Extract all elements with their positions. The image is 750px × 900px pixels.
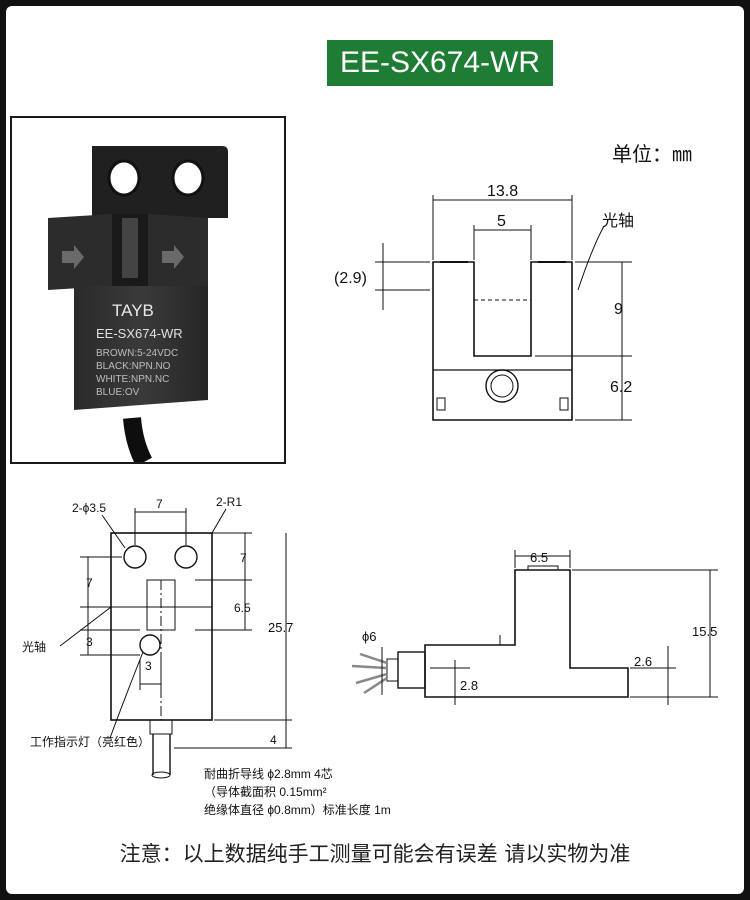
model-title: EE-SX674-WR bbox=[327, 40, 553, 86]
product-photo: TAYB EE-SX674-WR BROWN:5-24VDC BLACK:NPN… bbox=[10, 116, 286, 464]
photo-brand: TAYB bbox=[112, 301, 154, 320]
sensor-photo-drawing: TAYB EE-SX674-WR BROWN:5-24VDC BLACK:NPN… bbox=[48, 146, 228, 462]
footer-note: 注意：以上数据纯手工测量可能会有误差 请以实物为准 bbox=[119, 842, 631, 866]
photo-model: EE-SX674-WR bbox=[96, 326, 183, 341]
photo-wiring-3: WHITE:NPN.NC bbox=[96, 374, 169, 385]
unit-label: 单位：㎜ bbox=[612, 142, 692, 166]
photo-wiring-1: BROWN:5-24VDC bbox=[96, 348, 178, 359]
photo-wiring-4: BLUE:OV bbox=[96, 387, 140, 398]
photo-wiring-2: BLACK:NPN.NO bbox=[96, 361, 171, 372]
